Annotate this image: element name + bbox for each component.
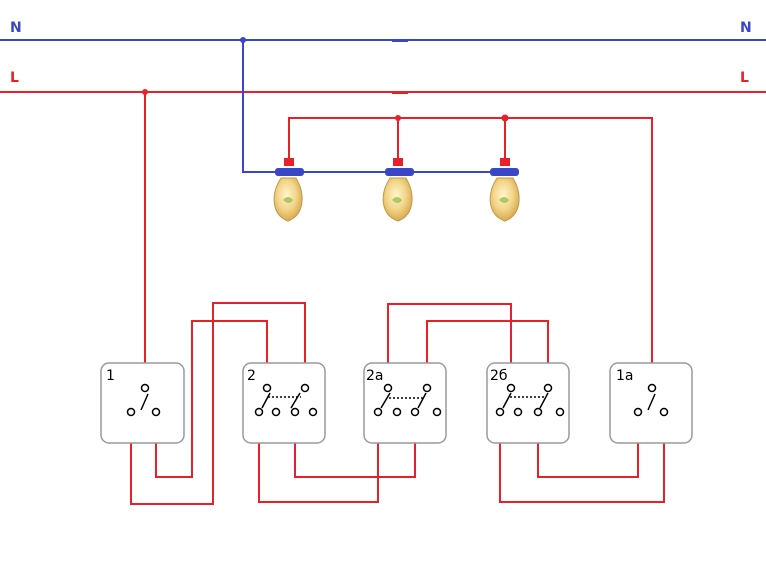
neutral-label-right: N (740, 20, 752, 36)
live-marker (392, 91, 408, 94)
live-feed-wire (142, 89, 148, 385)
switch-2[interactable]: 2 (242, 362, 326, 444)
lamp-3 (489, 158, 520, 222)
switch-1a[interactable]: 1a (609, 362, 693, 444)
switch-label: 1a (616, 368, 634, 384)
neutral-label-left: N (10, 20, 22, 36)
lamp-live-bus (288, 114, 653, 370)
switch-2a[interactable]: 2a (363, 362, 447, 444)
switch-label: 2б (490, 368, 508, 384)
switch-label: 1 (106, 368, 115, 384)
live-label-right: L (740, 70, 749, 86)
neutral-marker (392, 39, 408, 42)
switch-label: 2 (247, 368, 256, 384)
switch-1[interactable]: 1 (100, 362, 185, 444)
switch-label: 2a (366, 368, 384, 384)
lamp-1 (273, 158, 304, 222)
lamp-2 (382, 158, 414, 222)
switch-2b[interactable]: 2б (486, 362, 570, 444)
neutral-wiring (240, 37, 505, 173)
live-label-left: L (10, 70, 19, 86)
